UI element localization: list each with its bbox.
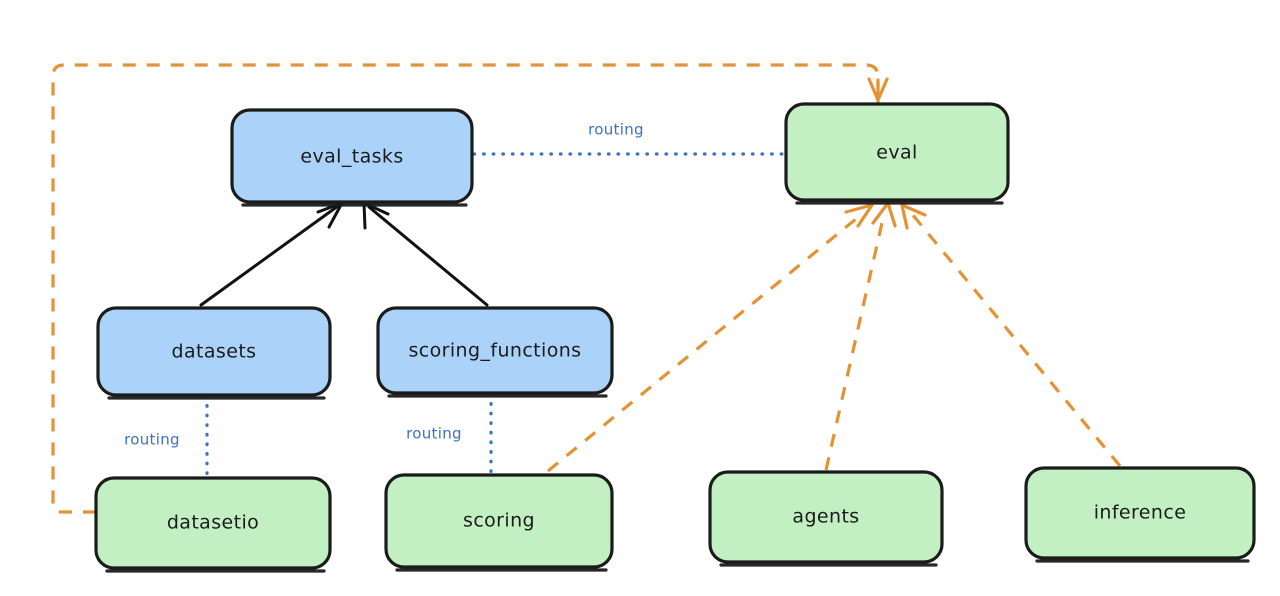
node-label-scoring: scoring bbox=[463, 510, 535, 532]
edge-agents-eval[interactable] bbox=[824, 201, 897, 471]
node-inference[interactable]: inference bbox=[1024, 466, 1256, 563]
node-datasetio[interactable]: datasetio bbox=[94, 476, 332, 573]
node-agents[interactable]: agents bbox=[708, 470, 944, 567]
node-label-datasets: datasets bbox=[172, 341, 257, 363]
node-eval[interactable]: eval bbox=[784, 102, 1010, 205]
node-label-eval: eval bbox=[876, 142, 917, 164]
edge-datasetio-eval[interactable] bbox=[51, 63, 889, 514]
edge-label-group: routing routing routing bbox=[124, 121, 644, 449]
edge-datasets-eval_tasks[interactable] bbox=[199, 201, 344, 307]
edge-scoring_functions-eval_tasks[interactable] bbox=[362, 201, 489, 307]
node-scoring[interactable]: scoring bbox=[384, 473, 614, 572]
node-label-inference: inference bbox=[1094, 502, 1187, 524]
edge-label-routing-eval: routing bbox=[588, 121, 644, 139]
node-datasets[interactable]: datasets bbox=[96, 306, 332, 400]
edge-label-routing-scoring: routing bbox=[406, 425, 462, 443]
node-eval_tasks[interactable]: eval_tasks bbox=[230, 108, 474, 207]
node-scoring_functions[interactable]: scoring_functions bbox=[376, 306, 614, 398]
node-label-datasetio: datasetio bbox=[167, 512, 259, 534]
node-label-agents: agents bbox=[792, 506, 859, 528]
edge-inference-eval[interactable] bbox=[900, 203, 1122, 468]
node-label-eval_tasks: eval_tasks bbox=[300, 146, 403, 168]
edge-label-routing-datasetio: routing bbox=[124, 431, 180, 449]
edge-scoring-eval[interactable] bbox=[546, 203, 874, 473]
node-label-scoring_functions: scoring_functions bbox=[409, 340, 582, 362]
node-group: eval_tasks eval datasets scoring_functio… bbox=[94, 102, 1256, 573]
